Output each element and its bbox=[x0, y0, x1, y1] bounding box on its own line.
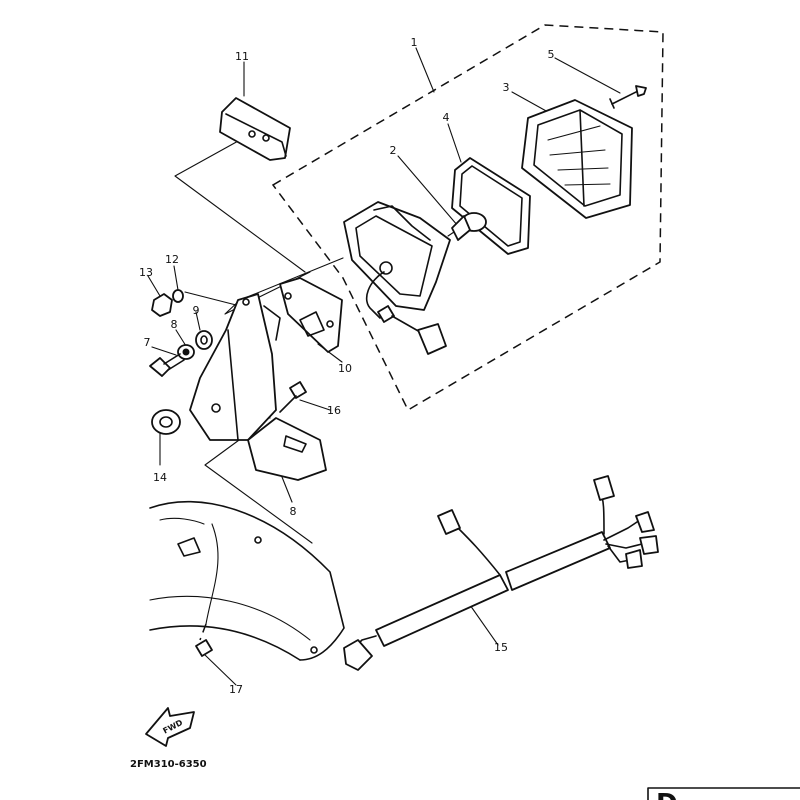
diagram-code: 2FM310-6350 bbox=[130, 759, 207, 770]
license-bracket-part-8 bbox=[189, 293, 327, 481]
assembly-boundary-dashed bbox=[271, 24, 664, 412]
clamp-part-17 bbox=[195, 639, 213, 657]
grommet-part-14 bbox=[151, 409, 181, 435]
part-label-11: 11 bbox=[235, 50, 249, 63]
washer-part-12 bbox=[172, 289, 184, 303]
bolt-part-7 bbox=[149, 353, 185, 377]
bolt-part-16 bbox=[279, 381, 307, 413]
washer-part-8 bbox=[177, 344, 195, 360]
part-label-8-bracket: 8 bbox=[290, 505, 297, 518]
corner-index-box: D bbox=[647, 787, 800, 800]
part-label-1: 1 bbox=[411, 36, 418, 49]
part-label-16: 16 bbox=[327, 404, 341, 417]
leader-lines bbox=[147, 47, 621, 686]
part-label-14: 14 bbox=[153, 471, 167, 484]
part-label-9: 9 bbox=[193, 304, 200, 317]
corner-mark: D bbox=[656, 789, 678, 800]
taillight-base-part-1 bbox=[343, 201, 451, 355]
license-light-lens-part-11 bbox=[219, 97, 291, 161]
part-label-13: 13 bbox=[139, 266, 153, 279]
part-label-2: 2 bbox=[390, 144, 397, 157]
part-label-17: 17 bbox=[229, 683, 243, 696]
bulb-part-2 bbox=[447, 212, 487, 241]
base-gasket-part-10 bbox=[279, 277, 343, 353]
wire-harness-part-15 bbox=[343, 475, 659, 671]
part-label-5: 5 bbox=[548, 48, 555, 61]
forward-direction-arrow: FWD bbox=[145, 707, 195, 747]
part-label-15: 15 bbox=[494, 641, 508, 654]
taillight-lens-part-3 bbox=[521, 99, 633, 219]
part-label-3: 3 bbox=[503, 81, 510, 94]
part-number-labels: 1 2 3 4 5 7 8 8 9 10 11 12 13 14 15 16 1… bbox=[139, 36, 555, 696]
collar-part-9 bbox=[195, 330, 213, 350]
screw-part-5 bbox=[609, 85, 647, 109]
rear-fender-outline bbox=[149, 500, 345, 661]
part-label-7: 7 bbox=[144, 336, 151, 349]
part-label-12: 12 bbox=[165, 253, 179, 266]
part-label-4: 4 bbox=[443, 111, 450, 124]
nut-part-13 bbox=[151, 293, 173, 317]
gasket-part-4 bbox=[451, 157, 531, 255]
part-label-8-washer: 8 bbox=[171, 318, 178, 331]
part-label-10: 10 bbox=[338, 362, 352, 375]
